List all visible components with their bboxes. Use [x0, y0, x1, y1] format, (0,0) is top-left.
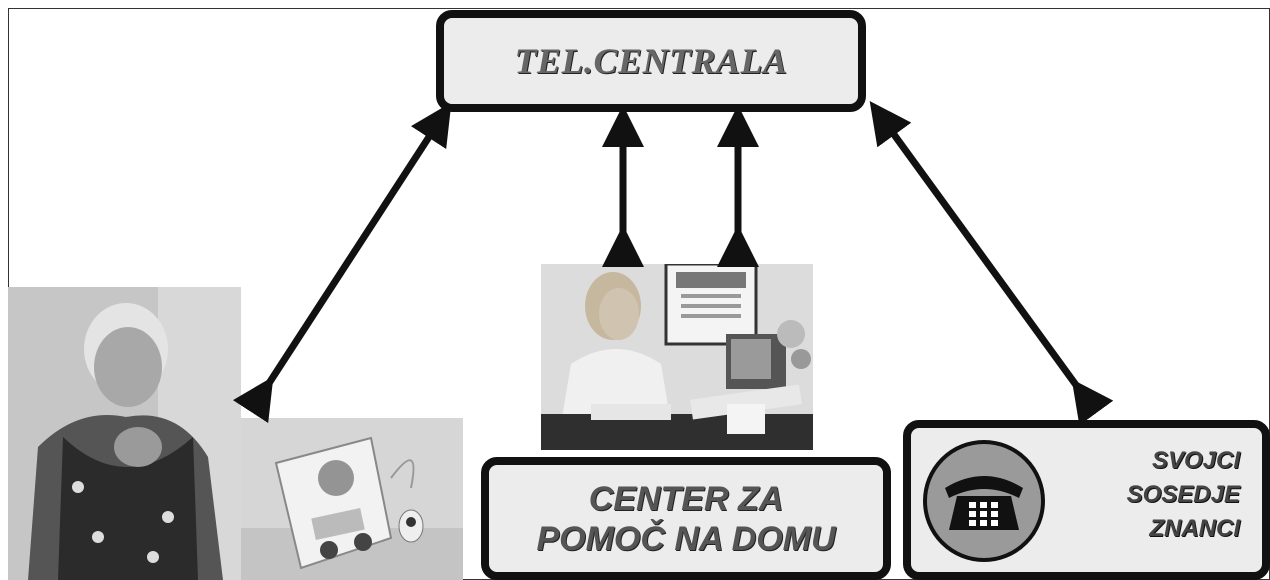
center-label-line1: CENTER ZA — [588, 479, 784, 518]
contacts-line-svojci: SVOJCI — [1151, 447, 1240, 474]
contacts-line-znanci: ZNANCI — [1149, 515, 1240, 542]
center-box: CENTER ZA POMOČ NA DOMU — [481, 457, 891, 580]
telephone-icon-circle — [923, 440, 1045, 562]
elderly-woman-photo — [8, 287, 241, 580]
telephone-icon — [945, 476, 1023, 530]
tel-centrala-label: TEL.CENTRALA — [514, 41, 788, 81]
tel-centrala-box: TEL.CENTRALA — [436, 10, 866, 112]
operator-photo — [541, 264, 813, 450]
contacts-text: SVOJCI SOSEDJE ZNANCI — [1127, 444, 1240, 546]
arrow-hub-elderly — [232, 102, 452, 424]
arrow-hub-contacts — [869, 101, 1114, 426]
alarm-device-photo — [241, 418, 463, 580]
center-label-line2: POMOČ NA DOMU — [536, 519, 836, 558]
contacts-line-sosedje: SOSEDJE — [1126, 481, 1240, 508]
contacts-box: SVOJCI SOSEDJE ZNANCI — [903, 420, 1270, 580]
